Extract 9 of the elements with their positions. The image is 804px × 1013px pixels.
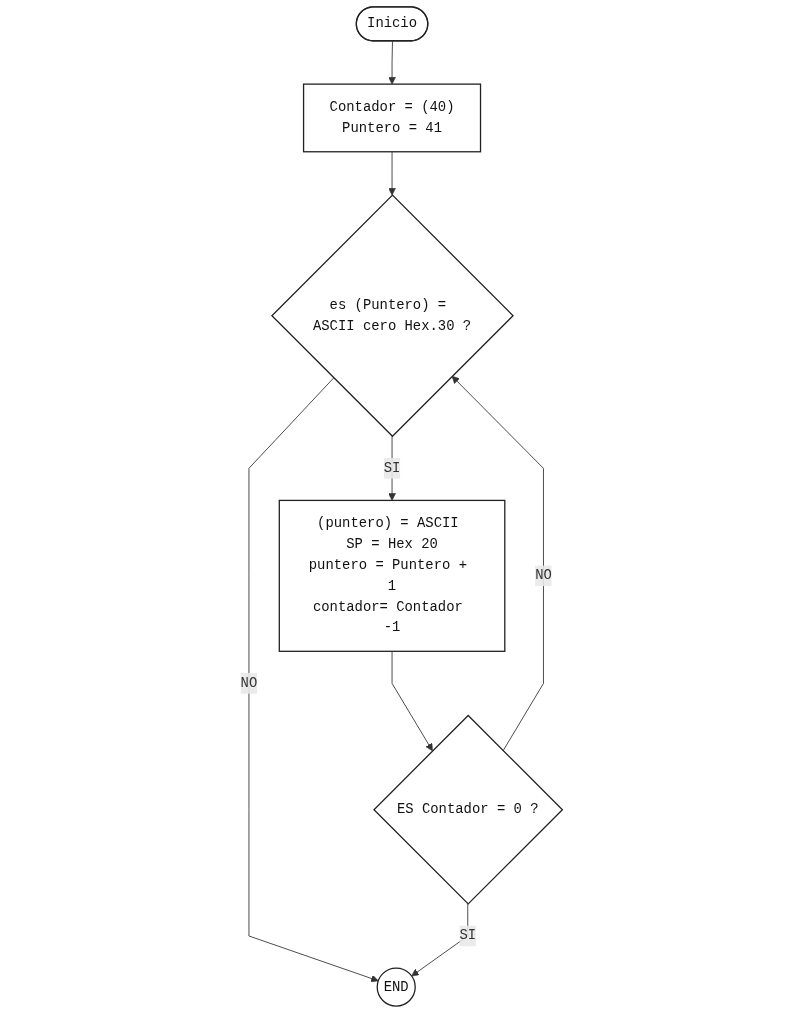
node-box: (puntero) = ASCII SP = Hex 20 puntero = Puntero + 1 contador= Contador -1 <box>279 499 506 652</box>
node-diamond: es (Puntero) = ASCII cero Hex.30 ? <box>271 194 515 438</box>
edge-label: NO <box>241 675 258 692</box>
edge-label: SI <box>459 928 477 944</box>
node-diamond: ES Contador = 0 ? <box>373 714 564 905</box>
node-box: Contador = (40) Puntero = 41 <box>303 83 482 153</box>
node-circle: END <box>377 967 417 1007</box>
edge-label: NO <box>535 568 553 584</box>
edge-label: SI <box>384 460 401 477</box>
